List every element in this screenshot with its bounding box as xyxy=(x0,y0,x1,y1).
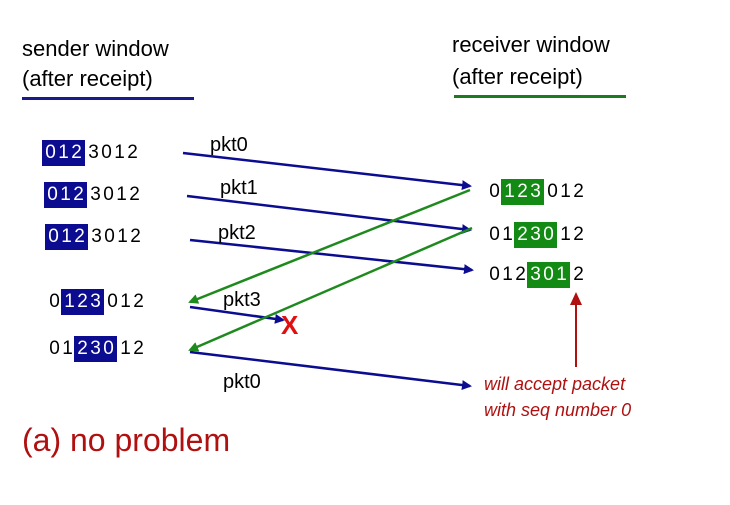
seq-number: 1 xyxy=(61,226,72,247)
seq-number: 1 xyxy=(502,224,513,245)
sender-window-title: sender window xyxy=(22,36,169,61)
seq-number: 0 xyxy=(47,184,58,205)
seq-number: 2 xyxy=(517,181,528,202)
seq-number: 0 xyxy=(489,264,500,285)
seq-number: 1 xyxy=(116,184,127,205)
seq-number: 1 xyxy=(58,142,69,163)
pkt0-resend-arrow xyxy=(189,350,472,390)
ack-arrow-1 xyxy=(188,188,471,304)
seq-number: 1 xyxy=(560,181,571,202)
seq-number: 0 xyxy=(547,181,558,202)
pkt0-label: pkt0 xyxy=(210,134,248,156)
receiver-window-title: receiver window xyxy=(452,32,610,57)
seq-number: 2 xyxy=(515,264,526,285)
seq-number: 1 xyxy=(556,264,567,285)
ack-arrow-2 xyxy=(188,226,473,352)
seq-number: 0 xyxy=(489,181,500,202)
seq-number: 2 xyxy=(71,142,82,163)
pkt3-label: pkt3 xyxy=(223,289,261,311)
pkt2-arrow xyxy=(189,238,474,275)
seq-number: 3 xyxy=(90,184,101,205)
seq-number: 1 xyxy=(502,264,513,285)
seq-number: 0 xyxy=(103,184,114,205)
seq-number: 0 xyxy=(103,338,114,359)
seq-number: 1 xyxy=(60,184,71,205)
seq-number: 1 xyxy=(560,224,571,245)
seq-number: 1 xyxy=(64,291,75,312)
seq-number: 3 xyxy=(530,181,541,202)
seq-number: 0 xyxy=(489,224,500,245)
packet-loss-x-icon: X xyxy=(281,310,299,340)
seq-number: 2 xyxy=(127,142,138,163)
seq-number: 0 xyxy=(104,226,115,247)
seq-number: 2 xyxy=(77,338,88,359)
seq-number: 2 xyxy=(573,224,584,245)
seq-number: 1 xyxy=(120,291,131,312)
figure-caption: (a) no problem xyxy=(22,422,231,458)
seq-number: 1 xyxy=(114,142,125,163)
seq-number: 0 xyxy=(101,142,112,163)
seq-number: 2 xyxy=(73,184,84,205)
note-line-1: will accept packet xyxy=(484,374,626,394)
seq-number: 1 xyxy=(62,338,73,359)
seq-number: 2 xyxy=(130,226,141,247)
seq-number: 2 xyxy=(517,224,528,245)
seq-number: 3 xyxy=(530,224,541,245)
pkt0-arrow xyxy=(182,151,472,191)
pkt0-resend-label: pkt0 xyxy=(223,371,261,393)
note-line-2: with seq number 0 xyxy=(484,400,632,420)
seq-number: 2 xyxy=(133,291,144,312)
receiver-header-underline xyxy=(454,95,626,98)
receiver-window-subtitle: (after receipt) xyxy=(452,64,583,89)
pkt2-label: pkt2 xyxy=(218,222,256,244)
seq-number: 2 xyxy=(573,181,584,202)
seq-number: 0 xyxy=(49,291,60,312)
seq-number: 1 xyxy=(504,181,515,202)
pkt1-arrow xyxy=(186,194,472,235)
seq-number: 2 xyxy=(74,226,85,247)
seq-number: 3 xyxy=(90,338,101,359)
seq-number: 3 xyxy=(88,142,99,163)
seq-number: 0 xyxy=(107,291,118,312)
seq-number: 2 xyxy=(133,338,144,359)
seq-number: 0 xyxy=(543,264,554,285)
seq-number: 3 xyxy=(530,264,541,285)
pkt1-label: pkt1 xyxy=(220,177,258,199)
seq-number: 2 xyxy=(129,184,140,205)
seq-number: 0 xyxy=(543,224,554,245)
sender-window-subtitle: (after receipt) xyxy=(22,66,153,91)
seq-number: 3 xyxy=(91,226,102,247)
seq-number: 2 xyxy=(77,291,88,312)
seq-number: 0 xyxy=(48,226,59,247)
seq-number: 1 xyxy=(120,338,131,359)
seq-number: 0 xyxy=(49,338,60,359)
seq-number: 2 xyxy=(573,264,584,285)
seq-number: 0 xyxy=(45,142,56,163)
seq-number: 1 xyxy=(117,226,128,247)
note-pointer-arrowhead xyxy=(570,292,582,305)
seq-number: 3 xyxy=(90,291,101,312)
sender-header-underline xyxy=(22,97,194,100)
